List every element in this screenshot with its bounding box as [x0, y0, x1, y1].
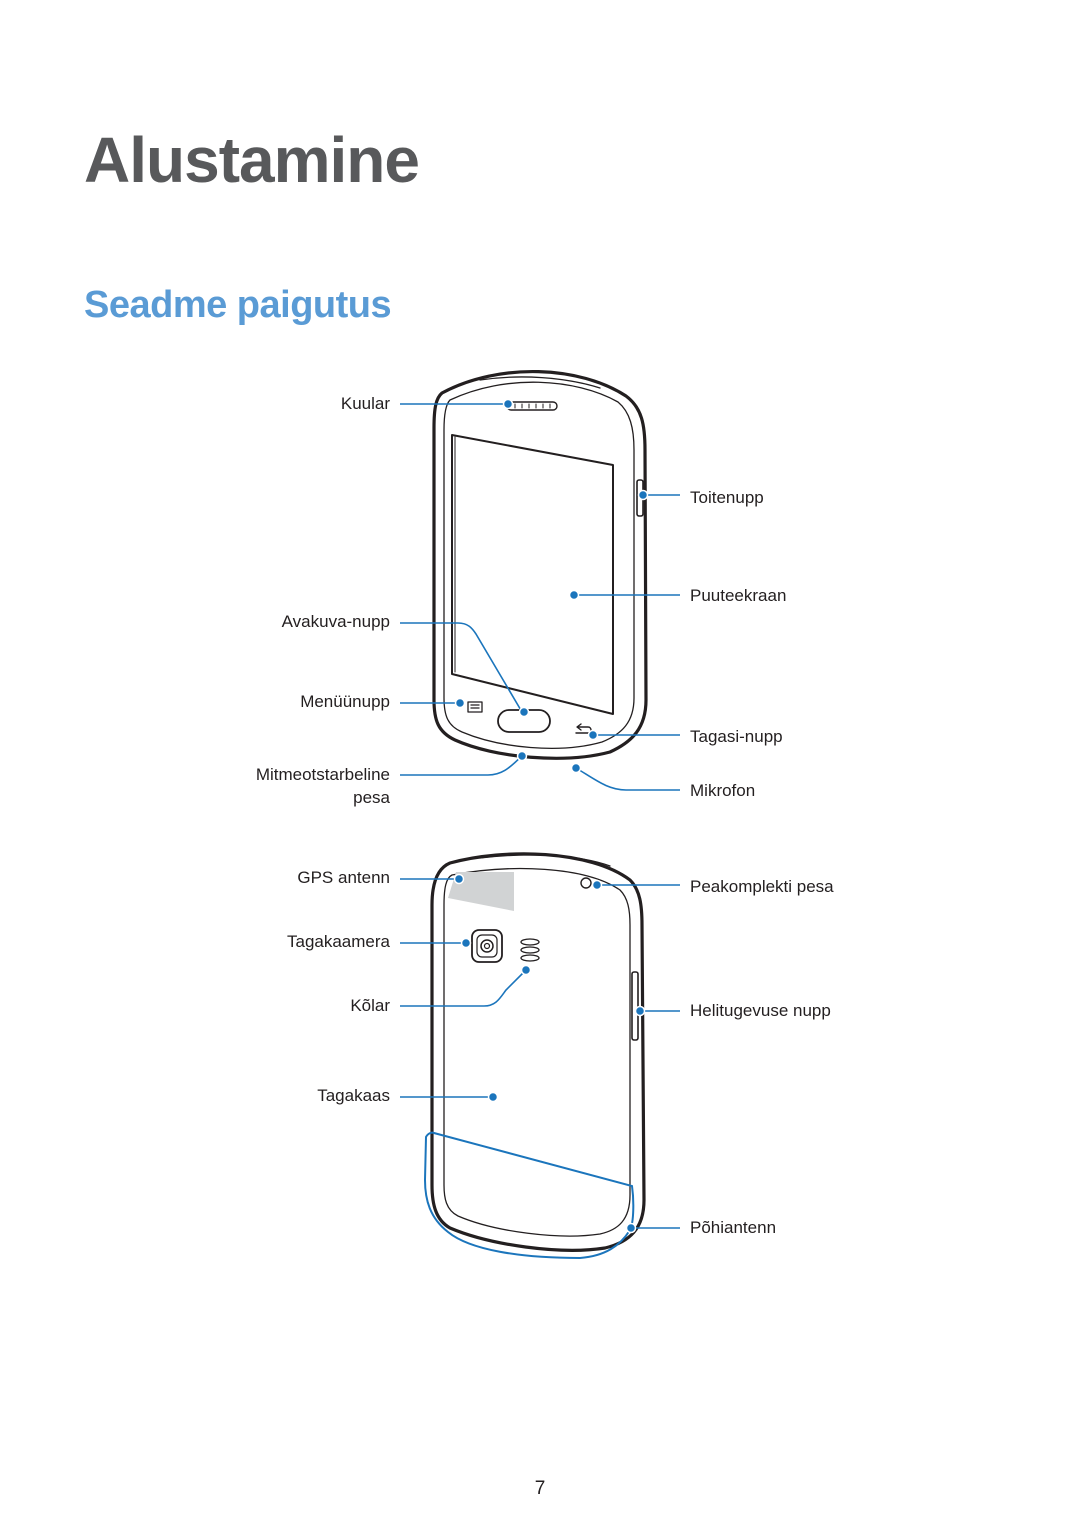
dot-helitugevus — [634, 1005, 646, 1017]
label-peakomplekti-pesa: Peakomplekti pesa — [690, 877, 834, 896]
back-callout-dots — [453, 873, 646, 1234]
label-mitmeotstarbeline-pesa: pesa — [353, 788, 390, 807]
back-top-edge — [479, 854, 611, 867]
headset-jack-icon — [580, 877, 592, 889]
label-avakuva-nupp: Avakuva-nupp — [281, 612, 390, 631]
back-callout-lines — [400, 878, 680, 1229]
dot-avakuva — [518, 706, 530, 718]
back-outer-body — [430, 852, 646, 1252]
dot-tagasi — [587, 729, 599, 741]
label-tagakaas: Tagakaas — [317, 1086, 390, 1105]
front-callout-dots — [454, 398, 649, 774]
callout-line-mikrofon — [575, 767, 680, 791]
label-tagasi-nupp: Tagasi-nupp — [690, 727, 783, 746]
label-pohiantenn: Põhiantenn — [690, 1218, 777, 1237]
dot-mikrofon — [570, 762, 582, 774]
label-mikrofon: Mikrofon — [690, 781, 756, 800]
back-phone-illustration — [430, 852, 646, 1252]
dot-toitenupp — [637, 489, 649, 501]
dot-tagakaamera — [460, 937, 472, 949]
label-gps-antenn: GPS antenn — [297, 868, 390, 887]
front-phone-illustration — [432, 369, 648, 760]
callout-line-mitmeots — [400, 755, 523, 776]
rear-camera-icon — [471, 929, 503, 963]
dot-gps — [453, 873, 465, 885]
rear-speaker-icon — [520, 938, 540, 962]
dot-menuu — [454, 697, 466, 709]
back-key-icon — [575, 723, 592, 734]
front-screen — [451, 434, 614, 715]
dot-puuteekraan — [568, 589, 580, 601]
back-inner-panel — [443, 867, 631, 1237]
front-outer-body — [432, 369, 648, 760]
label-toitenupp: Toitenupp — [690, 488, 764, 507]
dot-pohiantenn — [625, 1222, 637, 1234]
dot-tagakaas — [487, 1091, 499, 1103]
page-title: Alustamine — [84, 124, 420, 196]
section-title: Seadme paigutus — [84, 284, 392, 326]
label-puuteekraan: Puuteekraan — [690, 586, 787, 605]
label-mitmeotstarbeline: Mitmeotstarbeline — [255, 765, 390, 784]
label-menuunupp: Menüünupp — [300, 692, 390, 711]
dot-mitmeots — [516, 750, 528, 762]
menu-key-icon — [467, 701, 483, 713]
label-tagakaamera: Tagakaamera — [286, 932, 390, 951]
front-top-edge — [479, 376, 601, 389]
label-helitugevuse-nupp: Helitugevuse nupp — [690, 1001, 831, 1020]
front-inner-bezel — [443, 381, 635, 749]
label-kuular: Kuular — [340, 394, 390, 413]
callout-line-kolar — [400, 969, 527, 1007]
dot-peakomplekt — [591, 879, 603, 891]
main-antenna-area — [423, 1131, 635, 1260]
volume-key — [631, 971, 639, 1041]
dot-kuular — [502, 398, 514, 410]
page-number: 7 — [534, 1478, 546, 1499]
dot-kolar — [520, 964, 532, 976]
label-kolar: Kõlar — [350, 996, 390, 1015]
callout-line-avakuva — [400, 622, 523, 713]
gps-antenna-area — [448, 872, 514, 911]
